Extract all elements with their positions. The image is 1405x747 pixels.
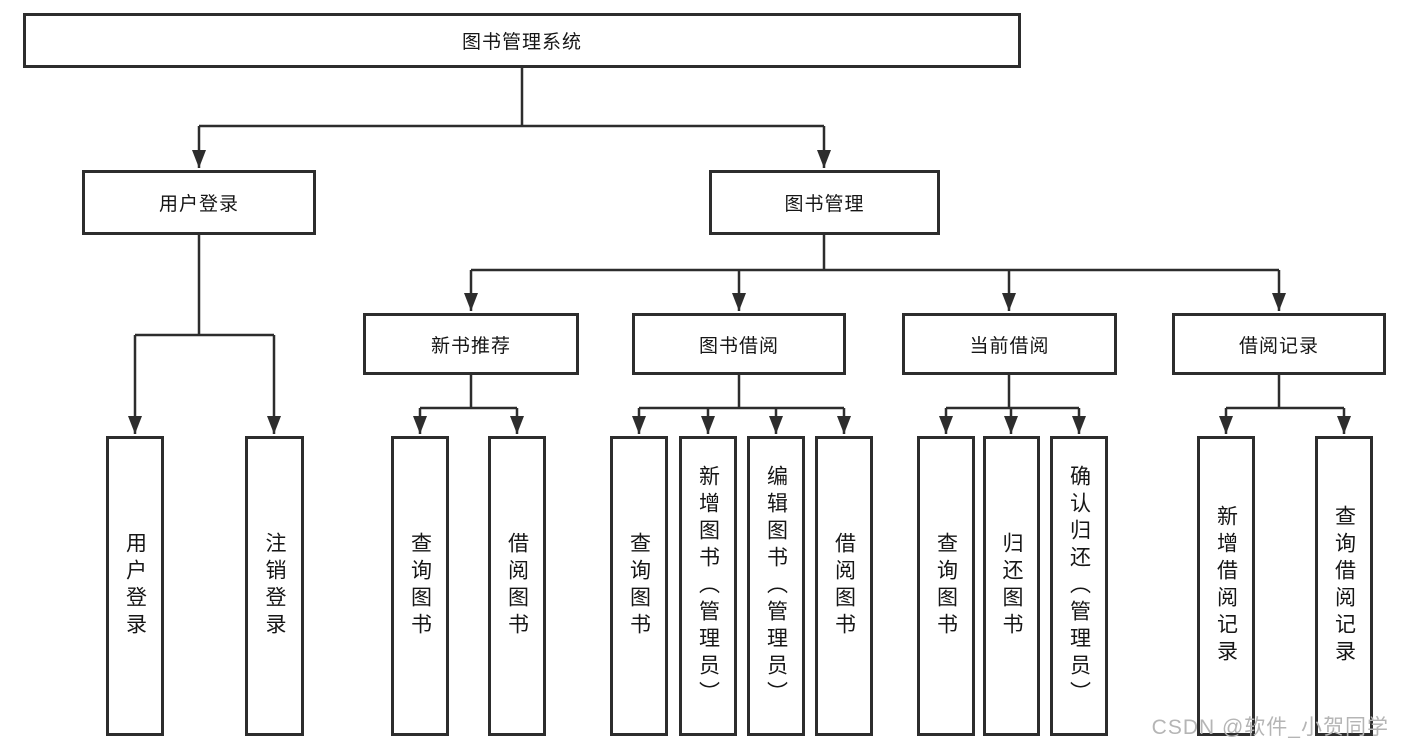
node-label: 当前借阅 bbox=[969, 335, 1050, 357]
node-label: 查询图书 bbox=[408, 532, 432, 640]
leaf-nr-borrow-book: 借阅图书 bbox=[488, 436, 546, 736]
node-label: 用户登录 bbox=[158, 194, 239, 215]
node-label: 借阅记录 bbox=[1238, 335, 1319, 357]
node-label: 图书管理 bbox=[784, 194, 865, 215]
leaf-bb-add-book-admin: 新增图书（管理员） bbox=[679, 436, 737, 736]
leaf-bb-borrow-book: 借阅图书 bbox=[815, 436, 873, 736]
node-user-login: 用户登录 bbox=[82, 170, 316, 235]
leaf-cb-return-book: 归还图书 bbox=[983, 436, 1040, 736]
leaf-nr-query-book: 查询图书 bbox=[391, 436, 449, 736]
node-label: 新书推荐 bbox=[430, 335, 511, 357]
node-current-borrow: 当前借阅 bbox=[902, 313, 1117, 375]
leaf-br-add-record: 新增借阅记录 bbox=[1197, 436, 1255, 736]
node-label: 用户登录 bbox=[123, 532, 147, 640]
leaf-bb-edit-book-admin: 编辑图书（管理员） bbox=[747, 436, 805, 736]
node-label: 借阅图书 bbox=[505, 532, 529, 640]
node-label: 注销登录 bbox=[263, 532, 286, 640]
leaf-bb-query-book: 查询图书 bbox=[610, 436, 668, 736]
node-label: 确认归还（管理员） bbox=[1067, 464, 1091, 708]
node-book-borrow: 图书借阅 bbox=[632, 313, 846, 375]
node-label: 新增借阅记录 bbox=[1214, 505, 1238, 667]
node-label: 归还图书 bbox=[1000, 532, 1023, 640]
node-label: 查询借阅记录 bbox=[1332, 505, 1356, 667]
node-label: 图书管理系统 bbox=[461, 32, 582, 53]
node-root-system: 图书管理系统 bbox=[23, 13, 1021, 68]
csdn-watermark: CSDN @软件_小贺同学 bbox=[1151, 716, 1389, 739]
leaf-br-query-record: 查询借阅记录 bbox=[1315, 436, 1373, 736]
leaf-cb-query-book: 查询图书 bbox=[917, 436, 975, 736]
node-book-management: 图书管理 bbox=[709, 170, 940, 235]
node-label: 查询图书 bbox=[627, 532, 651, 640]
node-label: 新增图书（管理员） bbox=[696, 464, 720, 708]
node-label: 借阅图书 bbox=[832, 532, 856, 640]
leaf-cb-confirm-return-admin: 确认归还（管理员） bbox=[1050, 436, 1108, 736]
node-label: 图书借阅 bbox=[698, 335, 779, 357]
leaf-user-login: 用户登录 bbox=[106, 436, 164, 736]
leaf-logout: 注销登录 bbox=[245, 436, 304, 736]
node-label: 查询图书 bbox=[934, 532, 958, 640]
node-new-book-recommend: 新书推荐 bbox=[363, 313, 579, 375]
node-borrow-record: 借阅记录 bbox=[1172, 313, 1386, 375]
node-label: 编辑图书（管理员） bbox=[764, 464, 788, 708]
